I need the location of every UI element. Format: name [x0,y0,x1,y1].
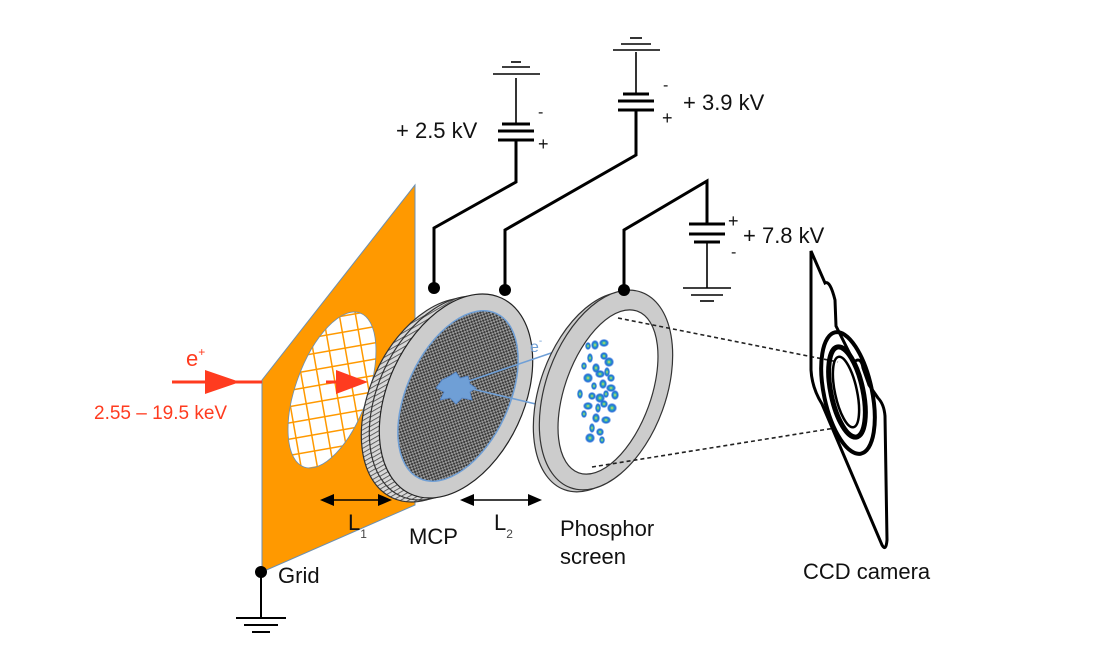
phosphor-hit-spot [591,340,599,350]
phosphor-hit-spot [601,416,611,424]
distance-arrow-l2 [460,494,542,506]
phosphor-hit-spot [611,390,619,400]
phosphor-hit-spot [596,428,604,436]
supply-1-top-sign: - [538,104,543,121]
supply-2-top-sign: - [663,77,668,94]
wire [432,140,518,288]
beam-energy-label: 2.55 – 19.5 keV [94,403,227,424]
phosphor-hit-spot [600,400,608,408]
supply-1-bottom-sign: + [538,134,549,154]
supply-2-bottom-sign: + [662,108,673,128]
phosphor-hit-spot [604,367,610,377]
phosphor-hit-spot [607,374,615,382]
mcp-electron-cloud [435,371,477,405]
distance-l1-label: L1 [348,510,367,541]
ccd-camera-icon [809,250,889,550]
supply-3-top-sign: + [728,211,739,231]
power-supply-mcp-front [428,61,540,294]
phosphor-hit-spot [588,392,596,400]
phosphor-hit-spot [599,339,609,347]
mcp-assembly [360,293,534,503]
phosphor-hit-spot [591,382,597,390]
phosphor-hit-spot [587,353,593,363]
distance-arrow-l1 [320,494,392,506]
phosphor-hit-spot [599,379,607,389]
distance-l2-label: L2 [494,510,513,541]
ccd-camera-label: CCD camera [803,559,931,584]
phosphor-hit-spot [583,402,593,410]
phosphor-hit-spot [585,342,591,350]
grid-label: Grid [278,563,320,588]
grid-contact-dot [255,566,267,578]
wire [622,178,709,290]
phosphor-hit-spot [581,362,587,370]
phosphor-hit-spots [577,339,619,444]
electron-label: e- [530,336,542,356]
phosphor-hit-spot [595,370,605,378]
phosphor-hit-spot [577,389,583,399]
mcp-front-contact-dot [428,282,440,294]
phosphor-hit-spot [606,384,616,392]
supply-2-voltage-label: + 3.9 kV [683,90,765,115]
power-supply-mcp-back [499,37,660,296]
phosphor-label-line2: screen [560,544,626,569]
mcp-back-contact-dot [499,284,511,296]
phosphor-label-line1: Phosphor [560,516,654,541]
phosphor-hit-spot [604,357,614,367]
phosphor-hit-spot [595,403,601,413]
electron-paths [465,349,561,406]
mcp-label: MCP [409,524,458,549]
phosphor-hit-spot [599,436,605,444]
phosphor-hit-spot [603,390,609,398]
camera-view-lines [591,317,839,468]
phosphor-hit-spot [581,410,587,418]
phosphor-hit-spot [583,373,593,383]
phosphor-hit-spot [585,433,595,443]
power-supply-phosphor [618,178,731,302]
positron-beam-arrow [172,370,368,394]
wire [503,110,638,290]
supply-3-voltage-label: + 7.8 kV [743,223,825,248]
phosphor-screen [532,289,674,493]
phosphor-contact-dot [618,284,630,296]
phosphor-hit-spot [589,423,595,433]
phosphor-hit-spot [592,413,600,423]
supply-1-voltage-label: + 2.5 kV [396,118,478,143]
phosphor-hit-spot [607,403,617,413]
grid-ground [236,566,286,633]
beam-particle-label: e+ [186,345,205,371]
supply-3-bottom-sign: - [731,244,736,261]
